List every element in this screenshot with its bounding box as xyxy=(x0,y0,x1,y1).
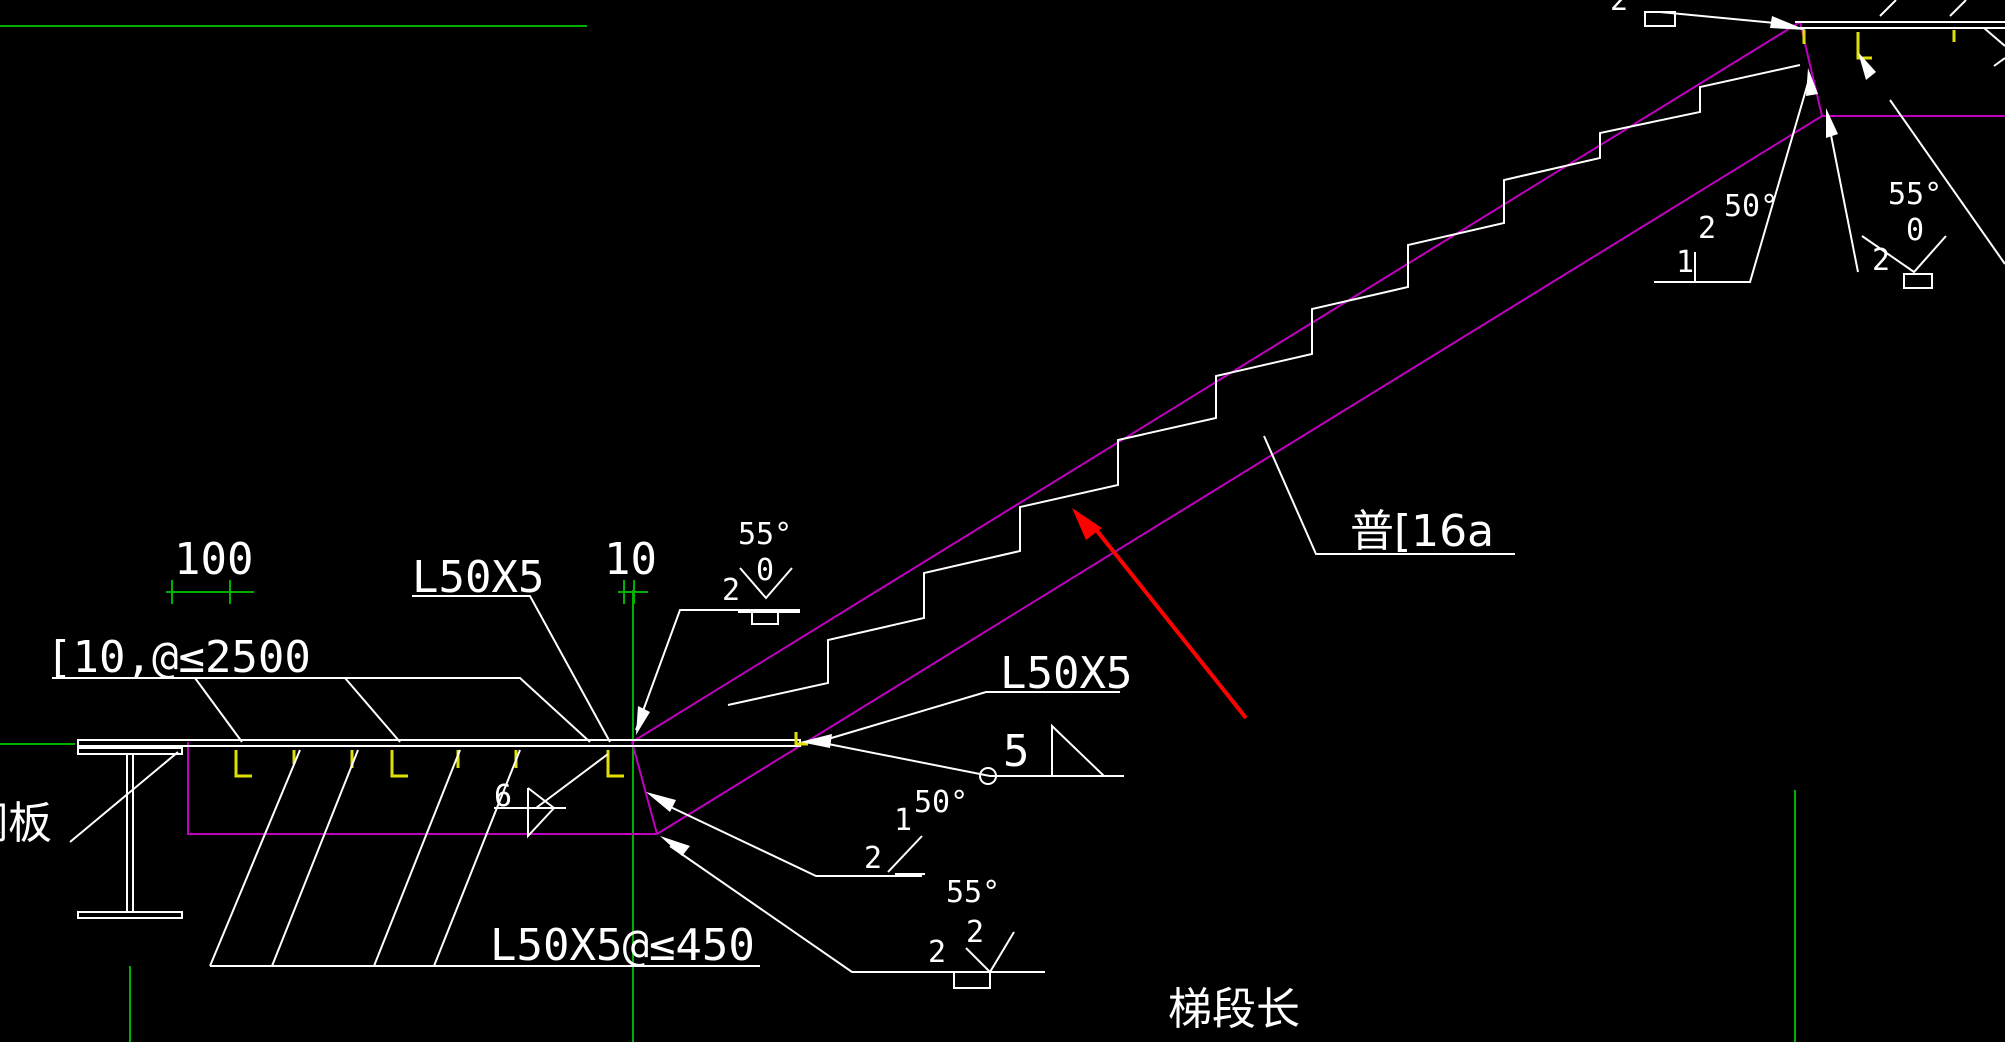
plate-weld-symbol xyxy=(494,787,566,839)
svg-text:1: 1 xyxy=(1676,245,1694,280)
stair-stringer xyxy=(187,21,2005,835)
fillet-weld-symbol xyxy=(979,723,1124,785)
svg-text:55°: 55° xyxy=(946,875,1000,910)
fillet-size-label: 5 xyxy=(1003,726,1030,777)
leader-lines xyxy=(52,0,2005,973)
svg-text:2: 2 xyxy=(966,915,984,950)
svg-text:50°: 50° xyxy=(1724,189,1778,224)
dim-10-label: 10 xyxy=(604,534,657,585)
svg-text:55°: 55° xyxy=(1888,177,1942,212)
top-corner-mark: 2 xyxy=(1610,0,1628,18)
angle-right-label: L50X5 xyxy=(1000,648,1132,699)
svg-text:2: 2 xyxy=(864,841,882,876)
dim-100-label: 100 xyxy=(174,534,253,585)
svg-text:2: 2 xyxy=(722,573,740,608)
svg-text:2: 2 xyxy=(1872,243,1890,278)
angle-top-label: L50X5 xyxy=(412,552,544,603)
svg-text:2: 2 xyxy=(928,935,946,970)
stringer-section-label: 普[16a xyxy=(1350,506,1494,557)
svg-text:0: 0 xyxy=(1906,213,1924,248)
plate-partial-label: 钢板 xyxy=(0,798,52,849)
svg-text:50°: 50° xyxy=(914,785,968,820)
red-pointer-arrow xyxy=(1072,508,1248,720)
weld-symbol-top-left: 55° 0 2 xyxy=(722,517,792,608)
weld-symbol-upper-right-b: 55° 0 2 xyxy=(1872,177,1942,278)
weld-symbol-bottom: 55° 2 2 xyxy=(928,875,1000,970)
axis-lines xyxy=(0,25,1796,1042)
plate-weld-mark: 6 xyxy=(494,779,512,814)
svg-text:2: 2 xyxy=(1698,211,1716,246)
weld-symbol-bottom-mid: 50° 1 2 xyxy=(864,785,968,876)
angle-steels xyxy=(234,30,1956,778)
stair-treads xyxy=(77,21,2005,747)
weld-symbol-glyphs xyxy=(738,11,1947,989)
flight-length-label: 梯段长 xyxy=(1168,984,1300,1035)
leader-arrowheads xyxy=(636,16,1876,856)
svg-text:0: 0 xyxy=(756,553,774,588)
svg-text:1: 1 xyxy=(894,803,912,838)
channel-spacing-label: [10,@≤2500 xyxy=(46,632,311,683)
weld-symbol-upper-right-a: 50° 1 2 xyxy=(1676,189,1778,280)
h-beam-section xyxy=(77,747,183,919)
angle-spacing-label: L50X5@≤450 xyxy=(490,920,755,971)
svg-text:55°: 55° xyxy=(738,517,792,552)
